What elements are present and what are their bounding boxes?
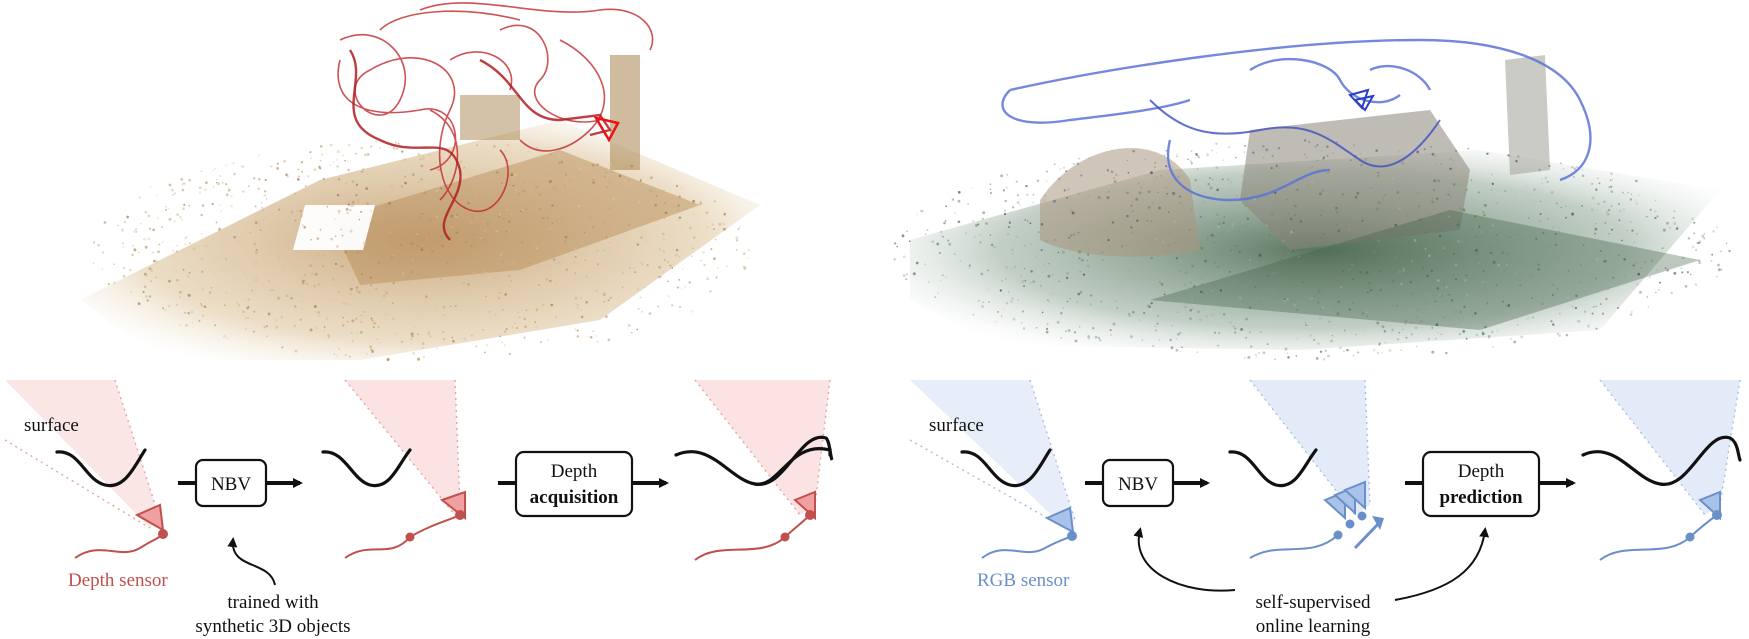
left-diagram: surface Depth sensor NBV trained with sy… xyxy=(4,379,834,637)
sensor-path-r1 xyxy=(981,535,1073,559)
right-point-cloud xyxy=(893,55,1731,361)
sensor-path-2 xyxy=(344,514,461,559)
self-note-line1: self-supervised xyxy=(1255,592,1371,613)
surface-curve-r2 xyxy=(1228,448,1318,488)
nbv-label-right: NBV xyxy=(1118,474,1158,495)
sensor-frusta-r2 xyxy=(1323,480,1366,521)
self-note-line2: online learning xyxy=(1256,616,1371,637)
fov-cone-r2 xyxy=(1250,380,1370,515)
step-box-line2-right: prediction xyxy=(1439,487,1522,508)
fov-cone-1 xyxy=(5,380,160,528)
sensor-frustum-r1 xyxy=(1044,506,1075,534)
rgb-sensor-label: RGB sensor xyxy=(977,570,1070,591)
fov-cone-r3 xyxy=(1600,380,1740,515)
right-diagram: surface RGB sensor NBV Depth prediction xyxy=(909,379,1742,637)
surface-label: surface xyxy=(24,415,79,436)
step-box-line2: acquisition xyxy=(530,487,619,508)
surface-curve-r1 xyxy=(960,448,1052,488)
surface-label-right: surface xyxy=(929,415,984,436)
sensor-frustum-1 xyxy=(134,503,165,532)
fov-cone-r1 xyxy=(910,380,1075,528)
fov-cone-3 xyxy=(695,380,830,515)
sensor-path-1 xyxy=(74,533,164,559)
sensor-path-r2 xyxy=(1249,534,1339,559)
sensor-path-3 xyxy=(694,514,811,561)
trained-note-line1: trained with xyxy=(227,592,319,613)
depth-sensor-label: Depth sensor xyxy=(68,570,168,591)
nbv-label: NBV xyxy=(211,474,251,495)
right-trajectory xyxy=(1001,38,1592,202)
surface-curve-1 xyxy=(55,448,147,488)
step-box-line1: Depth xyxy=(551,461,598,482)
trained-note-line2: synthetic 3D objects xyxy=(195,616,350,637)
surface-curve-2 xyxy=(321,448,412,488)
left-point-cloud xyxy=(80,55,760,361)
fov-cone-2 xyxy=(345,380,460,515)
surface-curve-r3 xyxy=(1581,435,1742,486)
sensor-path-r3 xyxy=(1599,514,1718,561)
step-box-line1-right: Depth xyxy=(1458,461,1505,482)
left-trajectory xyxy=(337,2,654,241)
